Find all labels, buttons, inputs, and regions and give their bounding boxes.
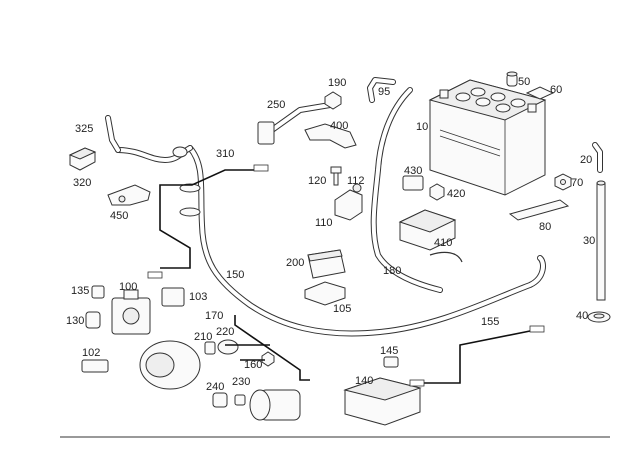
fuse-holder-410[interactable] <box>398 209 457 251</box>
pad-320[interactable] <box>68 147 97 171</box>
callout-430: 430 <box>404 165 422 177</box>
callout-130: 130 <box>66 315 84 327</box>
callout-230: 230 <box>232 376 250 388</box>
connector-103[interactable] <box>161 287 185 307</box>
bracket-400[interactable] <box>304 123 357 149</box>
vent-elbow-20[interactable] <box>592 142 603 173</box>
callout-135: 135 <box>71 285 89 297</box>
hold-down-80[interactable] <box>508 199 570 221</box>
callout-102: 102 <box>82 347 100 359</box>
bracket-450[interactable] <box>107 184 151 206</box>
callout-100: 100 <box>119 281 137 293</box>
callout-320: 320 <box>73 177 91 189</box>
callout-400: 400 <box>330 120 348 132</box>
callout-410: 410 <box>434 237 452 249</box>
leader-155 <box>409 325 545 387</box>
leader-170 <box>225 315 310 381</box>
valve-100[interactable] <box>111 289 151 335</box>
fuse-145[interactable] <box>383 356 399 368</box>
callout-310: 310 <box>216 148 234 160</box>
nut-160[interactable] <box>261 351 275 367</box>
sensor-130[interactable] <box>85 311 101 329</box>
parts-230-240[interactable] <box>212 392 246 408</box>
callout-180: 180 <box>383 265 401 277</box>
callout-140: 140 <box>355 375 373 387</box>
cap-135[interactable] <box>91 285 105 299</box>
callout-210: 210 <box>194 331 212 343</box>
fuse-box-140[interactable] <box>343 377 422 426</box>
callout-103: 103 <box>189 291 207 303</box>
module-200[interactable] <box>307 249 346 279</box>
callout-220: 220 <box>216 326 234 338</box>
callout-30: 30 <box>583 235 595 247</box>
callout-145: 145 <box>380 345 398 357</box>
relay-250[interactable] <box>257 102 333 145</box>
callout-10: 10 <box>416 121 428 133</box>
harness-150[interactable] <box>179 145 546 337</box>
nut-70[interactable] <box>554 173 572 191</box>
callout-70: 70 <box>571 177 583 189</box>
parts-210-220[interactable] <box>204 339 239 355</box>
callout-120: 120 <box>308 175 326 187</box>
bracket-105[interactable] <box>304 281 346 306</box>
callout-105: 105 <box>333 303 351 315</box>
nut-420[interactable] <box>429 183 445 201</box>
callout-325: 325 <box>75 123 93 135</box>
callout-420: 420 <box>447 188 465 200</box>
grommet-40[interactable] <box>587 311 611 323</box>
starter-motor <box>249 389 301 421</box>
bracket-110[interactable] <box>334 183 363 221</box>
callout-160: 160 <box>244 359 262 371</box>
clip-325[interactable] <box>105 115 121 153</box>
clamp-190[interactable] <box>324 91 342 110</box>
plate-60[interactable] <box>525 86 555 100</box>
callout-190: 190 <box>328 77 346 89</box>
plug-102[interactable] <box>81 359 109 373</box>
callout-40: 40 <box>576 310 588 322</box>
callout-250: 250 <box>267 99 285 111</box>
bolt-120[interactable] <box>330 166 342 186</box>
leader-310 <box>147 164 269 279</box>
harness-310[interactable] <box>115 145 193 163</box>
callout-95: 95 <box>378 86 390 98</box>
callout-200: 200 <box>286 257 304 269</box>
vent-tube-30[interactable] <box>596 180 606 301</box>
callout-60: 60 <box>550 84 562 96</box>
callout-155: 155 <box>481 316 499 328</box>
callout-110: 110 <box>315 217 333 229</box>
callout-150: 150 <box>226 269 244 281</box>
battery[interactable] <box>428 79 547 196</box>
callout-450: 450 <box>110 210 128 222</box>
callout-170: 170 <box>205 310 223 322</box>
callout-80: 80 <box>539 221 551 233</box>
pipe-95[interactable] <box>367 77 396 103</box>
harness-180[interactable] <box>370 87 463 293</box>
alternator <box>139 340 201 390</box>
callout-240: 240 <box>206 381 224 393</box>
callout-112: 112 <box>347 175 365 187</box>
callout-50: 50 <box>518 76 530 88</box>
cap-50[interactable] <box>506 71 518 87</box>
callout-20: 20 <box>580 154 592 166</box>
sensor-430[interactable] <box>402 175 424 191</box>
